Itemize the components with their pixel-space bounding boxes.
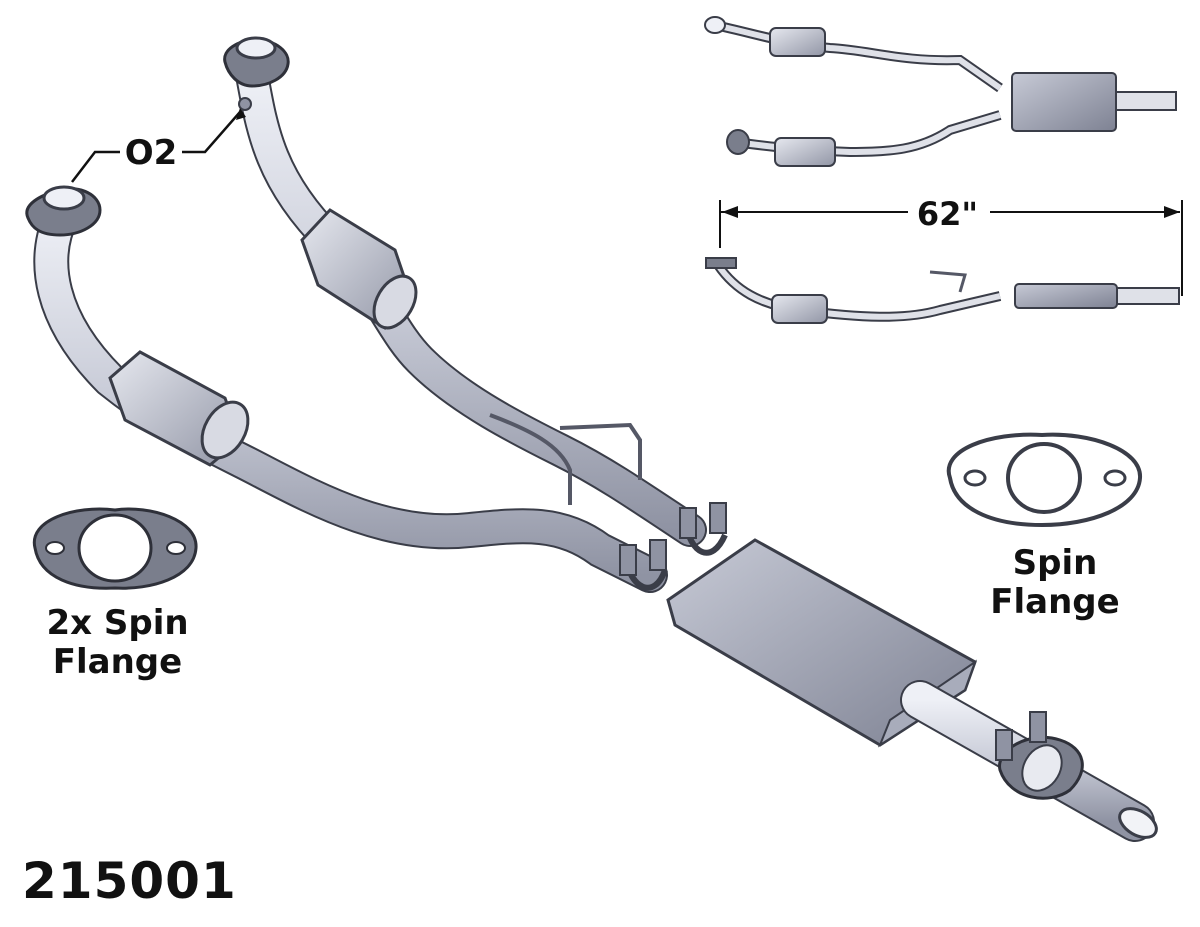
clamp-icon-2 — [679, 502, 728, 556]
dimension-label: 62" — [916, 195, 979, 233]
o2-sensor-icon — [238, 97, 252, 111]
top-view — [704, 16, 1177, 167]
clamp-icon-3 — [995, 711, 1047, 761]
right-flange-label: Spin Flange — [975, 543, 1135, 623]
clamp-icon — [619, 539, 668, 591]
dimension-arrow-icon — [719, 200, 1183, 296]
left-inlet-flange — [25, 185, 102, 237]
o2-callout — [71, 108, 246, 183]
rear-spin-flange — [998, 735, 1084, 800]
spin-flange-icon-2 — [946, 432, 1143, 528]
side-view — [705, 257, 1180, 324]
left-flange-label-line1: 2x Spin — [46, 603, 189, 643]
right-flange-label-line2: Flange — [990, 582, 1120, 623]
right-inlet-flange — [223, 36, 290, 88]
hanger-rod — [489, 413, 572, 505]
left-flange-label-line2: Flange — [52, 642, 183, 683]
o2-label: O2 — [124, 133, 178, 173]
right-downpipe — [235, 58, 707, 547]
right-flange-label-line1: Spin — [1012, 543, 1098, 583]
left-catalytic-converter — [108, 350, 250, 467]
main-exhaust-assembly — [25, 36, 1158, 842]
right-catalytic-converter — [300, 208, 418, 330]
left-flange-label: 2x Spin Flange — [30, 603, 205, 683]
left-downpipe — [33, 197, 668, 593]
spin-flange-icon — [32, 507, 198, 590]
hanger-rod-2 — [559, 422, 642, 480]
part-number: 215001 — [22, 852, 237, 910]
